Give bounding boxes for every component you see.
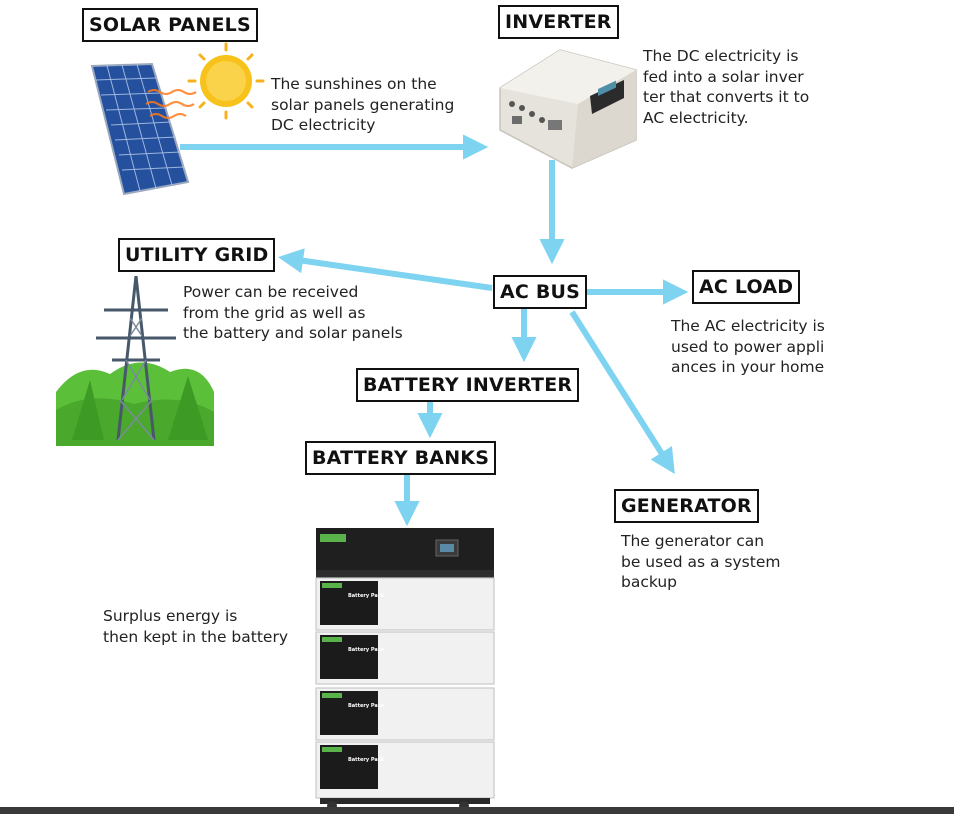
arrow-acbus-to-generator — [569, 310, 675, 475]
ac-load-label: AC LOAD — [692, 270, 801, 304]
solar-panels-label: SOLAR PANELS — [82, 8, 258, 42]
inverter-description: The DC electricity is fed into a solar i… — [643, 47, 810, 127]
battery-module-label: Battery Pack — [348, 593, 385, 599]
bottom-bar — [0, 807, 954, 814]
generator-description: The generator can be used as a system ba… — [621, 532, 781, 591]
battery-module-label: Battery Pack — [348, 757, 385, 763]
battery-inverter-label: BATTERY INVERTER — [356, 368, 580, 402]
utility-grid-label: UTILITY GRID — [118, 238, 276, 272]
battery-module-label: Battery Pack — [348, 703, 385, 709]
battery-module-label: Battery Pack — [348, 647, 385, 653]
generator-label: GENERATOR — [614, 489, 759, 523]
grid-description: Power can be received from the grid as w… — [183, 283, 403, 342]
sun-icon — [187, 42, 265, 120]
arrow-acbus-to-grid — [278, 248, 493, 291]
battery-description: Surplus energy is then kept in the batte… — [103, 607, 288, 646]
ac-load-description: The AC electricity is used to power appl… — [671, 317, 825, 376]
inverter-label: INVERTER — [498, 5, 619, 39]
solar-description: The sunshines on the solar panels genera… — [271, 75, 455, 134]
battery-banks-label: BATTERY BANKS — [305, 441, 497, 475]
ac-bus-label: AC BUS — [493, 275, 588, 309]
